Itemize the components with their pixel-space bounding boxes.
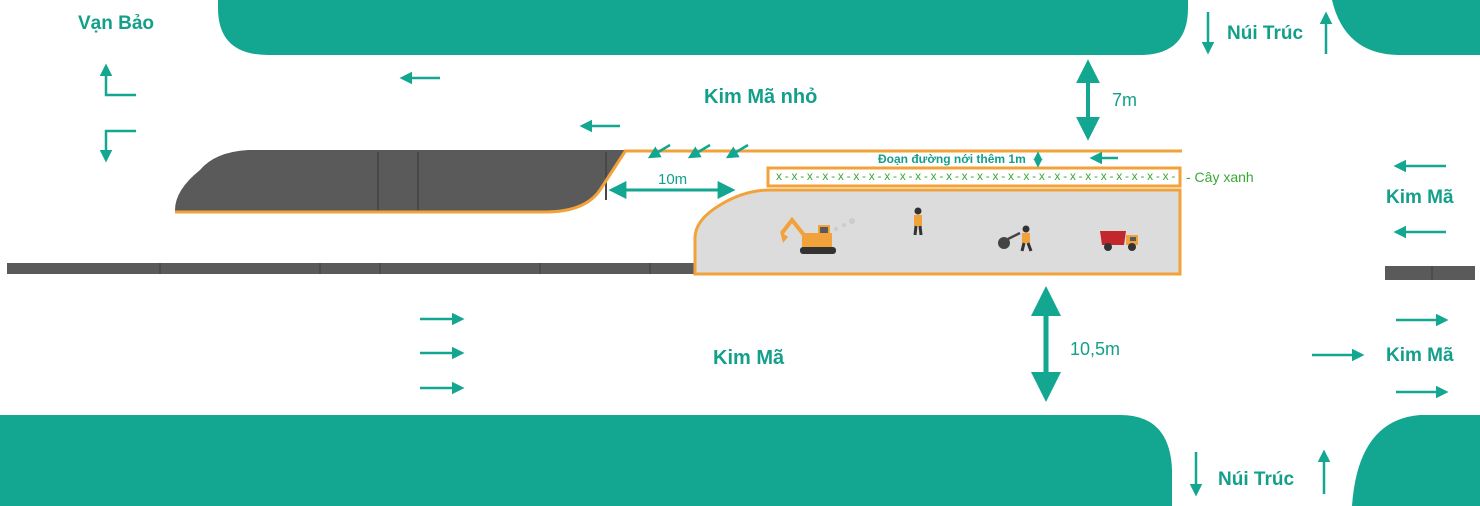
arrow-diag-3 [725,143,749,159]
arrow-diag-2 [687,143,711,159]
worker-roller-icon [998,225,1033,252]
dump-truck-icon [1100,231,1138,251]
label-kim-ma-right-bottom: Kim Mã [1386,345,1454,366]
tree-strip [766,166,1182,188]
divider-bar-left [7,263,695,274]
sidewalk-top [218,0,1188,55]
label-nui-truc-bottom: Núi Trúc [1218,469,1295,490]
dimension-arrows [608,59,1100,402]
worker-icon [913,207,923,236]
label-width-10-5m: 10,5m [1070,339,1121,359]
tree-marks: x - x - x - x - x - x - x - x - x - x - … [776,170,1176,182]
label-nui-truc-top: Núi Trúc [1227,23,1304,44]
traffic-arrows [99,11,1449,497]
arrow-diag-1 [647,143,671,159]
label-width-7m: 7m [1112,90,1138,110]
arrow-turn-down-left [99,129,136,163]
label-kim-ma-right-top: Kim Mã [1386,187,1454,208]
arrow-turn-up-left [99,63,136,97]
sidewalk-bottom [0,415,1172,506]
label-kim-ma-nho: Kim Mã nhỏ [704,86,818,108]
sidewalk-top-right [1332,0,1480,55]
median-island [175,149,628,214]
label-kim-ma-center: Kim Mã [713,347,785,369]
label-width-10m: 10m [658,171,688,188]
label-van-bao: Vạn Bảo [78,13,155,34]
label-tree: - Cây xanh [1186,169,1254,185]
sidewalk-bottom-right [1352,415,1480,506]
divider-bar-right [1385,266,1475,280]
label-extension-note: Đoạn đường nới thêm 1m [878,152,1026,166]
excavator-icon [780,216,855,254]
